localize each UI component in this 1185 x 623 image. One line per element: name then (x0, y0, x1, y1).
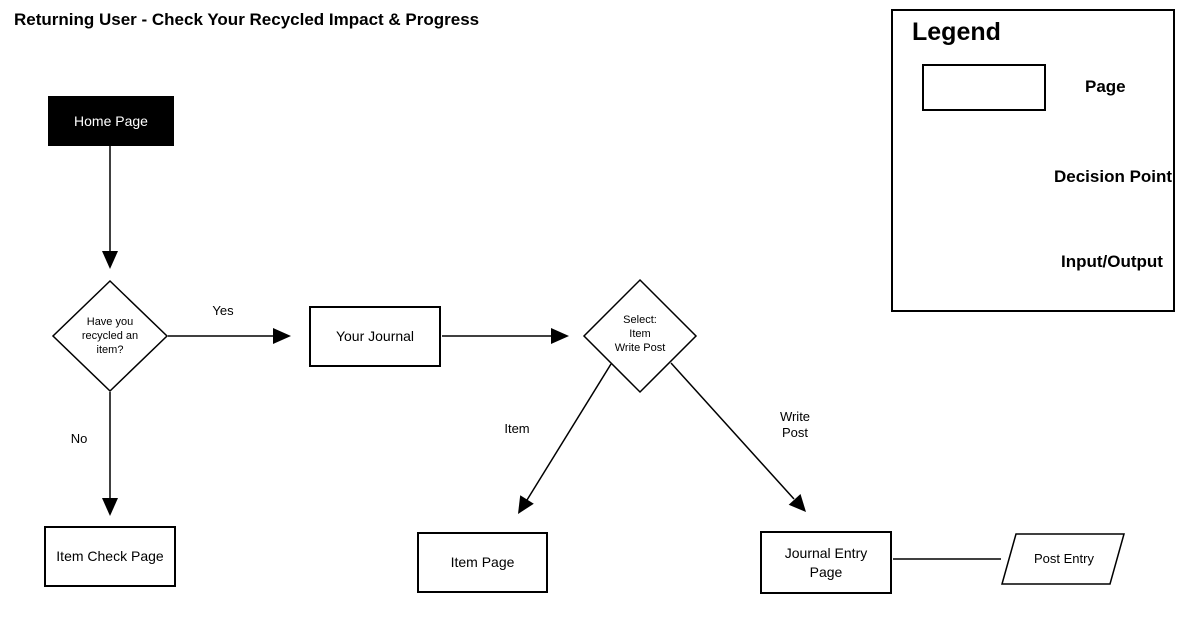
node-journal-entry-page: Journal Entry Page (760, 531, 892, 594)
node-item-check-page: Item Check Page (44, 526, 176, 587)
decision-select-line2: Item (629, 328, 651, 340)
edge-write-post (670, 362, 795, 500)
edge-label-write-post-line2: Post (781, 425, 808, 440)
decision-recycled-line1: Have you (86, 316, 134, 328)
decision-recycled-diamond (51, 279, 169, 393)
legend-label-page: Page (1085, 77, 1126, 96)
decision-recycled-line2: recycled an (81, 330, 139, 342)
node-item-page: Item Page (417, 532, 548, 593)
edge-label-no: No (70, 431, 88, 446)
node-post-entry-label: Post Entry (1034, 551, 1094, 566)
legend-panel: Legend Page Decision Point Input/Output (891, 9, 1175, 312)
decision-recycled-line3: item? (96, 344, 124, 356)
node-decision-select-label: Select: Item Write Post (590, 313, 690, 355)
legend-label-decision-point: Decision Point (1054, 167, 1173, 186)
legend-rectangle-swatch (922, 64, 1046, 111)
post-entry-parallelogram (1001, 533, 1125, 585)
node-your-journal-label: Your Journal (335, 328, 415, 344)
node-your-journal: Your Journal (309, 306, 441, 367)
node-item-check-page-label: Item Check Page (56, 548, 164, 564)
arrowhead-no (102, 498, 118, 516)
arrowhead-yes (273, 328, 291, 344)
decision-select-diamond (582, 278, 698, 394)
decision-select-line1: Select: (623, 314, 657, 326)
legend-label-input-output: Input/Output (1061, 252, 1163, 271)
legend-title: Legend (912, 18, 1001, 46)
page-title: Returning User - Check Your Recycled Imp… (14, 10, 480, 29)
node-home-page-label: Home Page (74, 112, 148, 129)
edge-label-write-post: Write Post (765, 409, 825, 441)
arrowhead-home-to-decision (102, 251, 118, 269)
edge-label-yes: Yes (212, 303, 234, 318)
edge-label-write-post-line1: Write (779, 409, 811, 424)
edge-item (526, 363, 612, 501)
node-home-page: Home Page (48, 96, 174, 146)
arrowhead-item (518, 495, 534, 514)
arrowhead-journal-to-select (551, 328, 569, 344)
edge-label-item: Item (504, 421, 530, 436)
arrowhead-write-post (788, 494, 806, 512)
journal-entry-line2: Page (809, 563, 843, 580)
node-journal-entry-page-label: Journal Entry Page (785, 544, 867, 582)
node-decision-recycled-label: Have you recycled an item? (60, 315, 160, 357)
node-item-page-label: Item Page (450, 554, 515, 570)
journal-entry-line1: Journal Entry (784, 544, 868, 561)
decision-select-line3: Write Post (614, 342, 666, 354)
